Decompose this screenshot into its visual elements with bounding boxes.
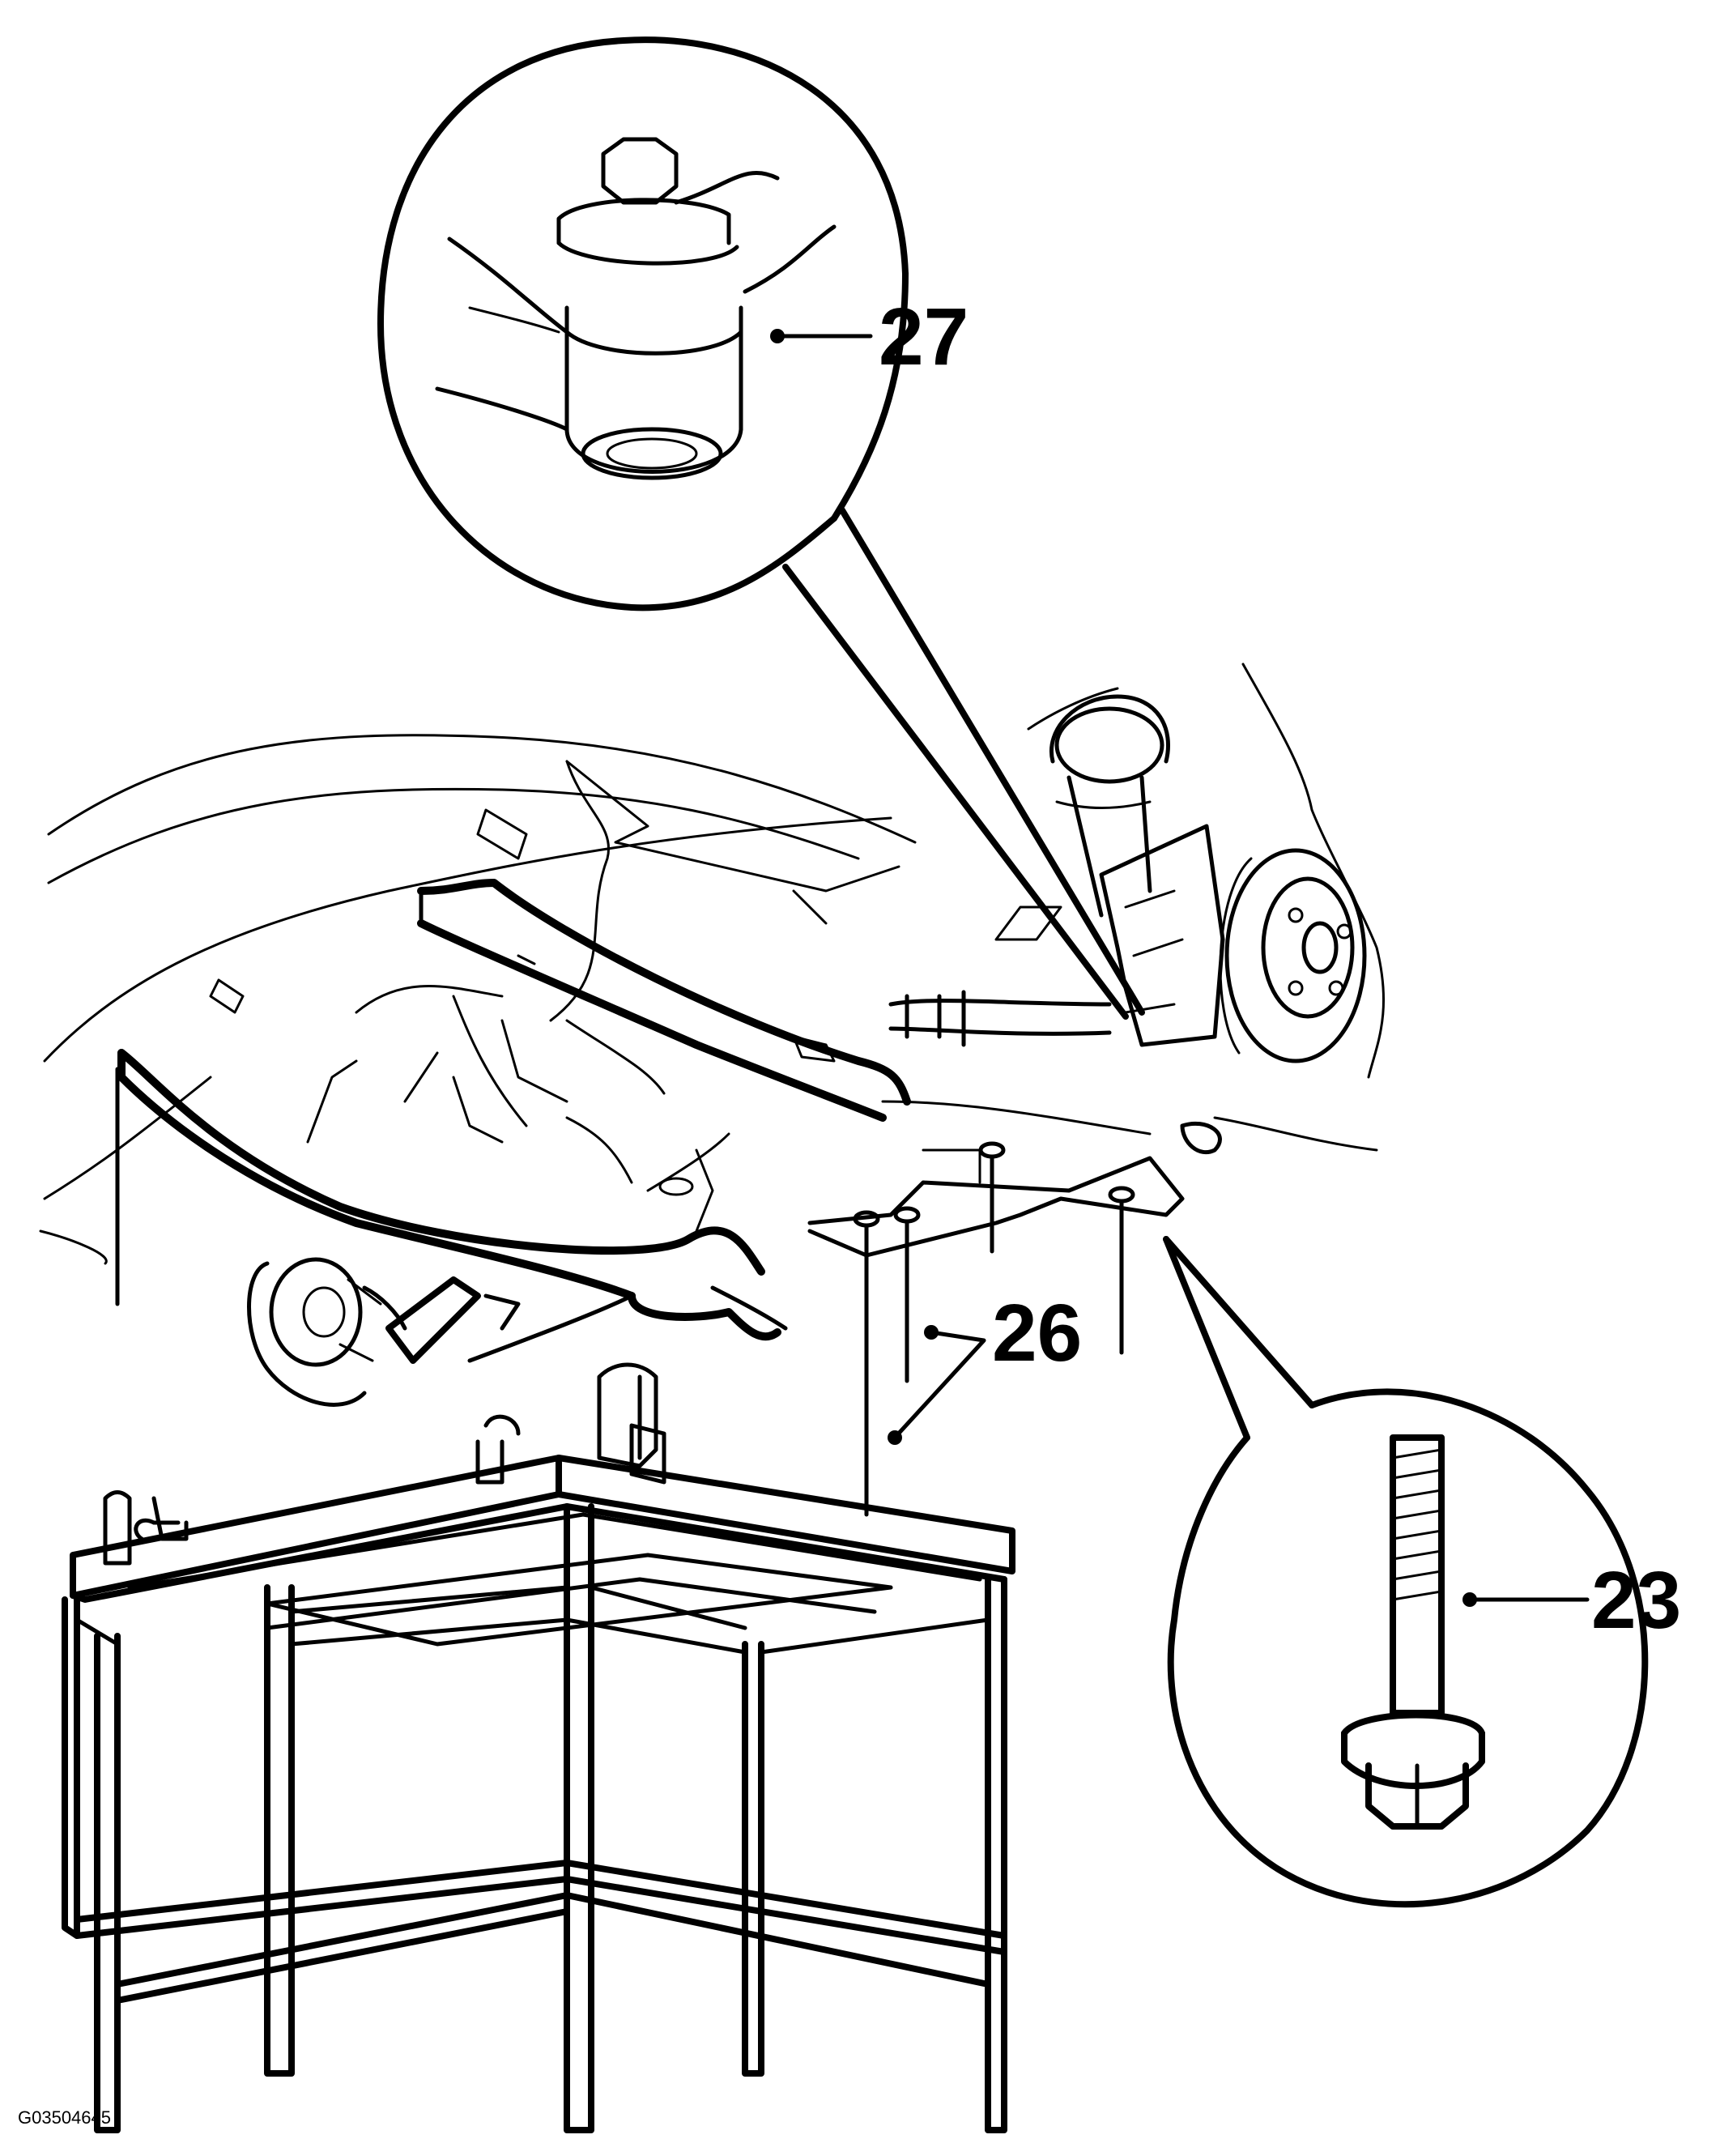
callout-23-label: 23: [1591, 1555, 1681, 1646]
front-right-disc: [1219, 848, 1367, 1063]
callout-26-label: 26: [992, 1288, 1082, 1378]
bushing: [435, 137, 837, 480]
support-stand: [62, 1362, 1015, 2133]
bolt: [1341, 1434, 1485, 1830]
bolt-detail-inset: [1163, 1236, 1649, 1908]
bolt-positions-leader-lines: [892, 1330, 986, 1440]
callout-27-label: 27: [879, 292, 969, 382]
bushing-detail-inset: [377, 36, 1145, 1020]
vehicle-underbody: [39, 663, 1386, 1407]
bolt-positions: [115, 1067, 1135, 1517]
front-left-hub: [247, 1257, 521, 1407]
figure-id: G03504645: [18, 2107, 111, 2128]
